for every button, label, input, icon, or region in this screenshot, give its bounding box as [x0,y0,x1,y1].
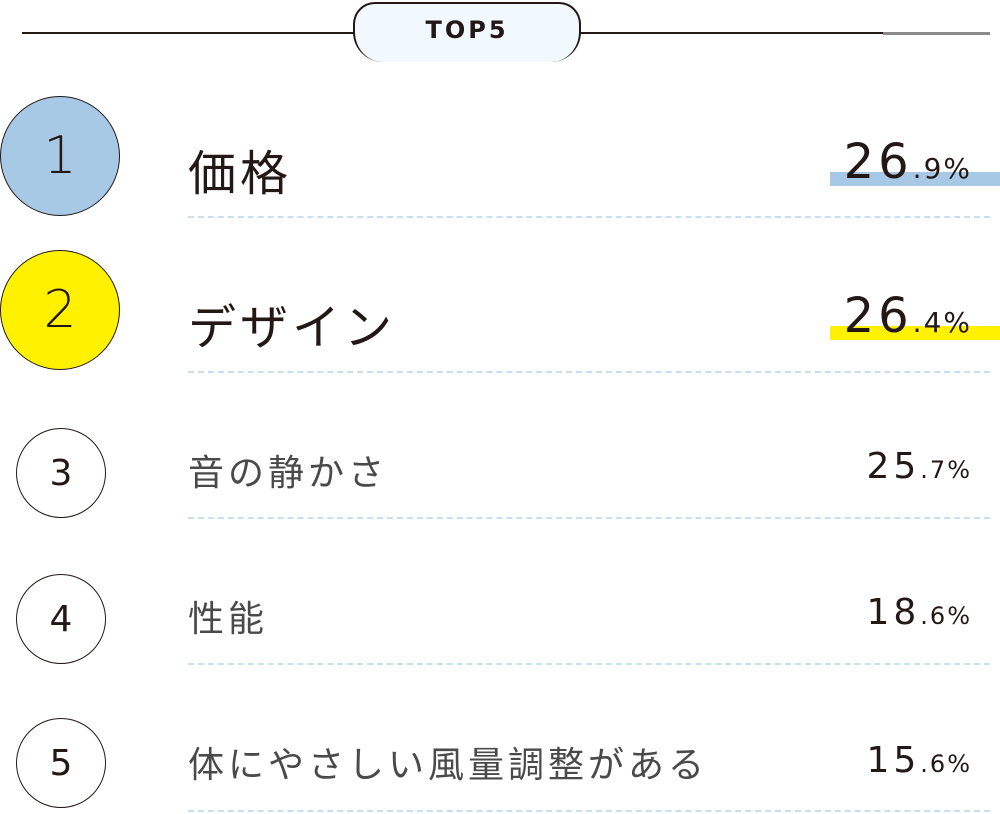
value-integer: 25 [866,446,921,487]
rank-number: 4 [49,598,73,640]
ranking-label: 価格 [188,146,293,202]
row-divider [188,663,990,665]
rank-badge-3: 3 [16,428,106,518]
ranking-value: 25.7% [866,446,972,487]
rank-badge-4: 4 [16,574,106,664]
ranking-row-3: 3 音の静かさ 25.7% [0,428,1000,523]
header-rule-left [22,32,362,34]
value-decimal: .7% [920,456,972,484]
value-integer: 18 [866,592,921,633]
rank-number: 3 [49,452,73,494]
ranking-value: 26.4% [844,288,972,344]
ranking-value: 15.6% [866,740,972,781]
row-divider [188,371,990,373]
ranking-value: 18.6% [866,592,972,633]
ranking-row-5: 5 体にやさしい風量調整がある 15.6% [0,718,1000,814]
value-decimal: .6% [920,602,972,630]
value-decimal: .4% [912,306,972,339]
rank-number: 1 [43,126,77,186]
ranking-row-2: 2 デザイン 26.4% [0,250,1000,375]
ranking-label: 体にやさしい風量調整がある [188,745,709,786]
header-rule-accent [883,32,990,35]
top5-tab-label: TOP5 [425,16,509,44]
top5-tab: TOP5 [353,2,581,62]
value-integer: 15 [866,740,921,781]
row-divider [188,517,990,519]
ranking-row-1: 1 価格 26.9% [0,96,1000,221]
ranking-row-4: 4 性能 18.6% [0,574,1000,669]
row-divider [188,216,990,218]
ranking-label: 音の静かさ [188,453,389,494]
rank-badge-1: 1 [0,96,120,216]
value-highlight-bar [830,172,1000,186]
value-decimal: .6% [920,750,972,778]
ranking-value: 26.9% [844,134,972,190]
rank-number: 2 [43,280,77,340]
value-integer: 26 [843,134,913,190]
row-divider [188,810,990,812]
ranking-header: TOP5 [0,0,1000,70]
value-decimal: .9% [912,152,972,185]
value-integer: 26 [843,288,913,344]
ranking-label: デザイン [188,300,397,356]
header-rule-right [578,32,883,34]
ranking-label: 性能 [188,599,269,640]
value-highlight-bar [830,326,1000,340]
rank-badge-2: 2 [0,250,120,370]
rank-badge-5: 5 [16,718,106,808]
rank-number: 5 [49,742,73,784]
